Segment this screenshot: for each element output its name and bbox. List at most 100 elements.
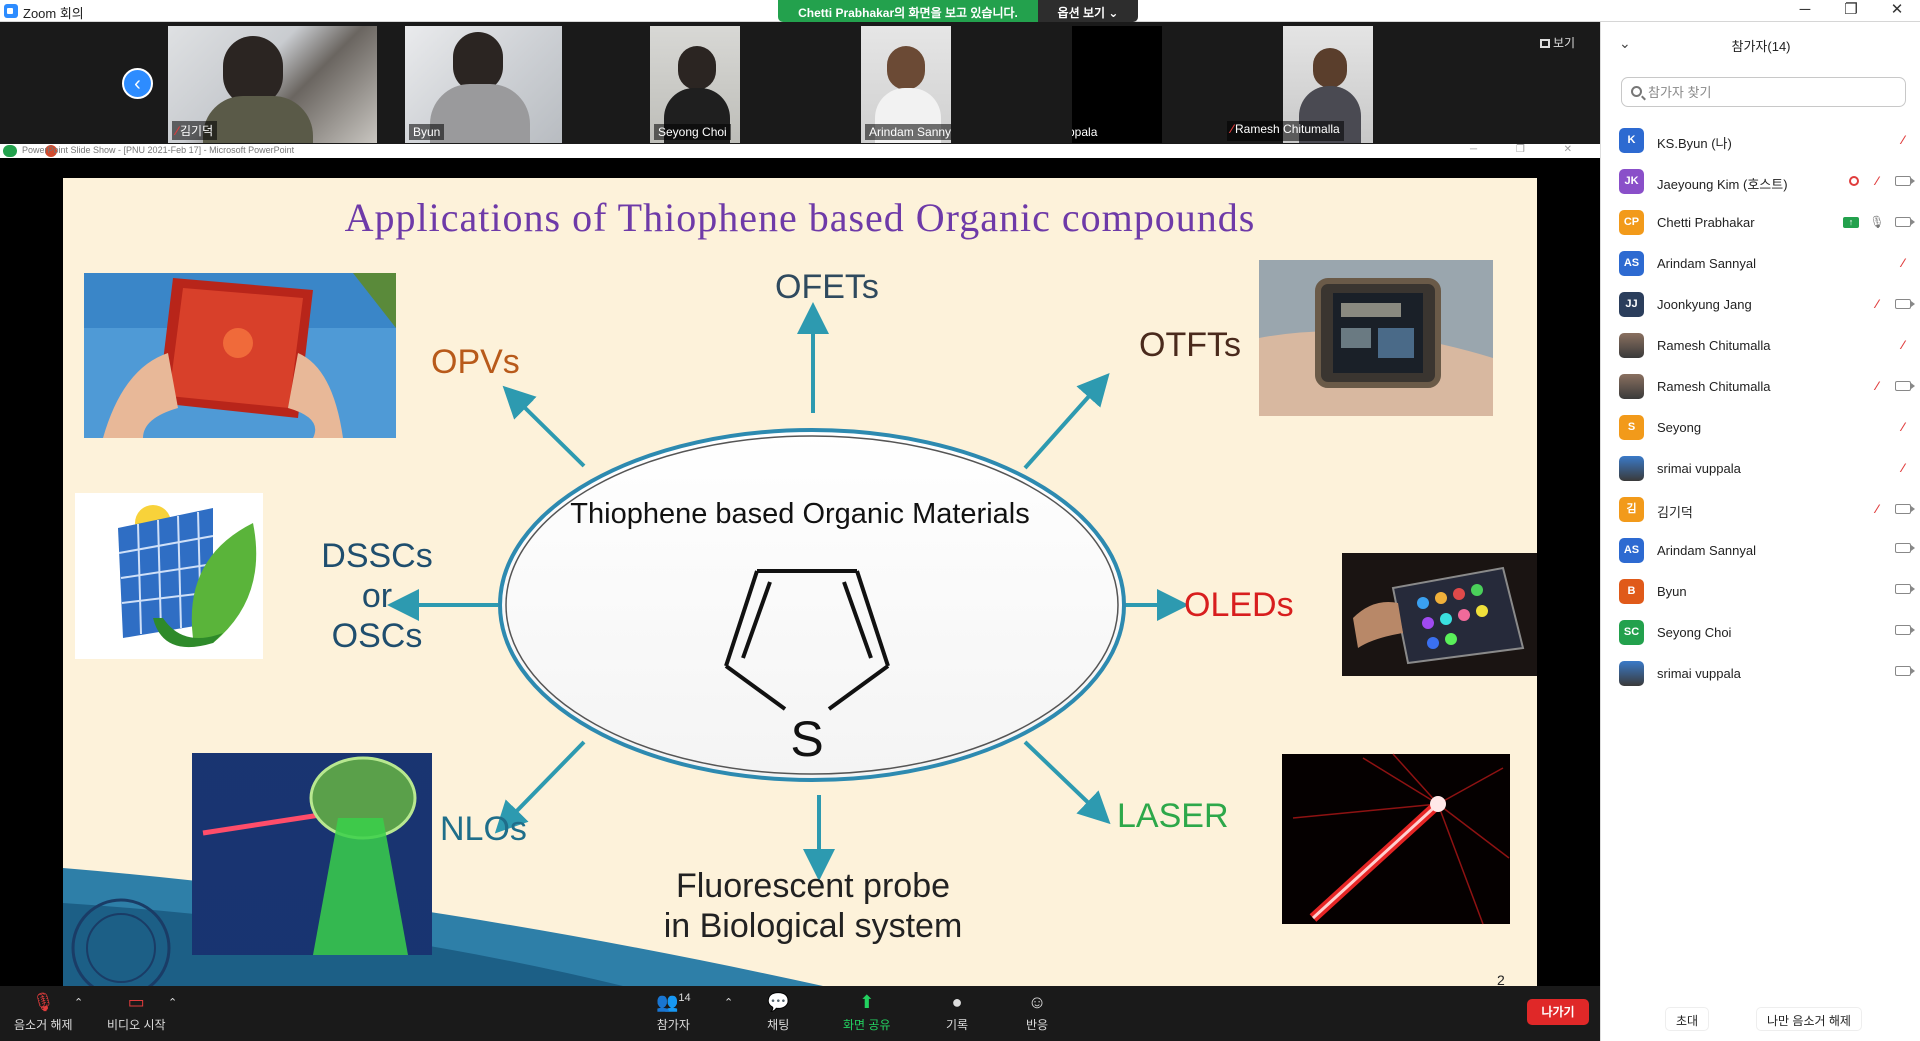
participants-button[interactable]: 👥14 참가자 (656, 992, 691, 1033)
camera-icon (1895, 504, 1915, 514)
reactions-icon: ☺ (1027, 992, 1047, 1012)
participant-name: Ramesh Chitumalla (1657, 379, 1771, 394)
reactions-button[interactable]: ☺ 반응 (1026, 992, 1048, 1033)
participant-status-icons (1895, 666, 1915, 676)
share-screen-label: 화면 공유 (843, 1018, 891, 1032)
muted-mic-icon: ⁄ (1231, 122, 1234, 136)
video-tile[interactable]: Arindam Sannyal (861, 26, 951, 143)
collapse-chevron-icon[interactable]: ⌄ (1619, 35, 1631, 51)
participant-name: Ramesh Chitumalla (1657, 338, 1771, 353)
camera-icon (1895, 217, 1915, 227)
share-screen-button[interactable]: ⬆ 화면 공유 (843, 992, 891, 1033)
meeting-toolbar: 🎙 음소거 해제 ⌃ ▭ 비디오 시작 ⌃ 👥14 참가자 ⌃ 💬 채팅 ⬆ 화… (0, 986, 1600, 1041)
video-strip: ‹ ⁄김기덕 Byun Seyong Choi Arindam Sannyal … (0, 22, 1600, 144)
participants-icon: 👥14 (656, 992, 691, 1012)
video-options-caret-icon[interactable]: ⌃ (168, 997, 178, 1009)
participant-row[interactable]: Ramesh Chitumalla ⁄ (1601, 366, 1920, 407)
video-tile[interactable]: Byun (405, 26, 562, 143)
participants-options-caret-icon[interactable]: ⌃ (724, 997, 734, 1009)
label-fluor-line2: in Biological system (663, 907, 963, 945)
unmute-button[interactable]: 🎙 음소거 해제 (14, 992, 73, 1033)
participant-status-icons: ↑🎙 (1843, 215, 1915, 229)
muted-mic-icon: ⁄ (1901, 338, 1904, 352)
avatar: K (1619, 128, 1644, 153)
video-tile[interactable]: Seyong Choi (650, 26, 740, 143)
view-mode-button[interactable]: 보기 (1540, 34, 1575, 51)
camera-icon (1895, 625, 1915, 635)
participant-row[interactable]: srimai vuppala (1601, 653, 1920, 694)
share-status-icon (3, 145, 57, 157)
participant-search-input[interactable] (1648, 83, 1898, 101)
start-video-button[interactable]: ▭ 비디오 시작 (107, 992, 166, 1033)
participant-head (453, 32, 503, 92)
screen-share-icon: ↑ (1843, 216, 1859, 228)
muted-mic-icon: ⁄ (1875, 379, 1878, 393)
view-options-button[interactable]: 옵션 보기 ⌄ (1038, 0, 1138, 22)
recording-icon (1849, 176, 1859, 186)
camera-icon (1895, 176, 1915, 186)
leave-meeting-button[interactable]: 나가기 (1527, 999, 1589, 1025)
center-ellipse (498, 428, 1126, 782)
slide-page-number: 2 (1497, 972, 1505, 986)
unmute-me-button[interactable]: 나만 음소거 해제 (1756, 1007, 1862, 1031)
close-button[interactable]: ✕ (1890, 1, 1904, 18)
record-button[interactable]: ● 기록 (946, 992, 968, 1033)
participant-status-icons: ⁄ (1849, 174, 1915, 188)
participant-search[interactable] (1621, 77, 1906, 107)
reactions-label: 반응 (1026, 1018, 1049, 1032)
participant-head (1313, 48, 1347, 88)
mic-icon: 🎙 (1869, 215, 1885, 229)
participants-header: ⌄ 참가자(14) (1601, 22, 1920, 67)
participant-row[interactable]: srimai vuppala⁄ (1601, 448, 1920, 489)
muted-mic-icon: ⁄ (1901, 420, 1904, 434)
restore-button[interactable]: ❐ (1844, 1, 1858, 18)
record-icon: ● (951, 992, 963, 1012)
invite-button[interactable]: 초대 (1665, 1007, 1710, 1031)
avatar: CP (1619, 210, 1644, 235)
video-tile[interactable]: srimai vuppala (1072, 26, 1162, 143)
tile-name-text: 김기덕 (180, 124, 214, 138)
video-tile-name: Arindam Sannyal (865, 124, 951, 140)
otft-wrist-display-image (1259, 260, 1493, 416)
oled-flexible-tablet-image (1342, 553, 1537, 676)
audio-options-caret-icon[interactable]: ⌃ (74, 997, 84, 1009)
molecule-atom-label: S (790, 711, 823, 767)
participant-name: Chetti Prabhakar (1657, 215, 1755, 230)
participant-status-icons: ⁄ (1895, 420, 1911, 434)
prev-page-button[interactable]: ‹ (122, 68, 153, 99)
muted-mic-icon: ⁄ (1901, 256, 1904, 270)
video-tile-name: Byun (409, 124, 445, 140)
label-fluorescent-probe: Fluorescent probe in Biological system (643, 866, 983, 946)
label-dsscs: DSSCs or OSCs (307, 536, 447, 656)
muted-mic-icon: ⁄ (1875, 297, 1878, 311)
university-seal-icon (86, 913, 156, 983)
video-tile-name: ⁄김기덕 (172, 121, 218, 140)
minimize-button[interactable]: ─ (1799, 1, 1811, 18)
chat-button[interactable]: 💬 채팅 (767, 992, 789, 1033)
label-dsscs-line1: DSSCs (321, 537, 433, 575)
avatar: 김 (1619, 497, 1644, 522)
participant-status-icons: ⁄ (1895, 256, 1911, 270)
video-tile[interactable]: ⁄김기덕 (168, 26, 377, 143)
zoom-logo-icon (4, 4, 18, 18)
participant-row[interactable]: Ramesh Chitumalla ⁄ (1601, 325, 1920, 366)
arrow-nlos (494, 740, 586, 834)
participant-head (678, 46, 716, 90)
participant-name: Arindam Sannyal (1657, 256, 1756, 271)
tile-name-text: Ramesh Chitumalla (1235, 122, 1340, 136)
participants-label: 참가자 (656, 1018, 690, 1032)
participant-name: Seyong Choi (1657, 625, 1732, 640)
participant-body (430, 84, 530, 143)
label-opvs: OPVs (431, 343, 520, 381)
participant-status-icons (1895, 584, 1915, 594)
